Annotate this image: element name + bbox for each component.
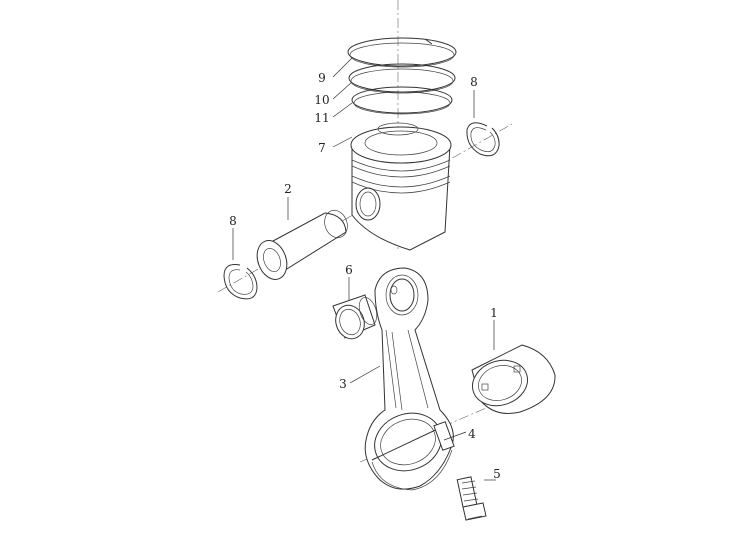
connecting-rod: [364, 267, 454, 490]
callout-label: 4: [468, 427, 476, 441]
big-end-bearing: [471, 344, 556, 414]
piston: [350, 122, 452, 251]
callout-label: 11: [314, 111, 329, 125]
piston-pin: [256, 209, 348, 280]
callout-label: 6: [345, 263, 353, 277]
callout-label: 2: [284, 182, 292, 196]
circlip-right: [466, 122, 500, 157]
callout-labels: 9 10 11 7 8 2 8 6 1 3 4 5: [229, 71, 501, 481]
rod-cap: [371, 421, 455, 491]
callout-label: 8: [229, 214, 237, 228]
callout-label: 5: [493, 467, 501, 481]
callout-label: 9: [318, 71, 326, 85]
ring-top: [347, 37, 457, 68]
small-end-bushing: [332, 294, 378, 340]
callout-label: 7: [318, 141, 326, 155]
ring-oil: [351, 86, 453, 115]
circlip-left: [223, 264, 258, 300]
ring-middle: [348, 63, 456, 94]
callout-label: 10: [314, 93, 329, 107]
piston-rings: [347, 37, 457, 115]
rod-bolt: [456, 476, 487, 521]
callout-label: 1: [490, 306, 498, 320]
callout-label: 8: [470, 75, 478, 89]
leader-lines: [232, 57, 496, 481]
callout-label: 3: [339, 377, 347, 391]
